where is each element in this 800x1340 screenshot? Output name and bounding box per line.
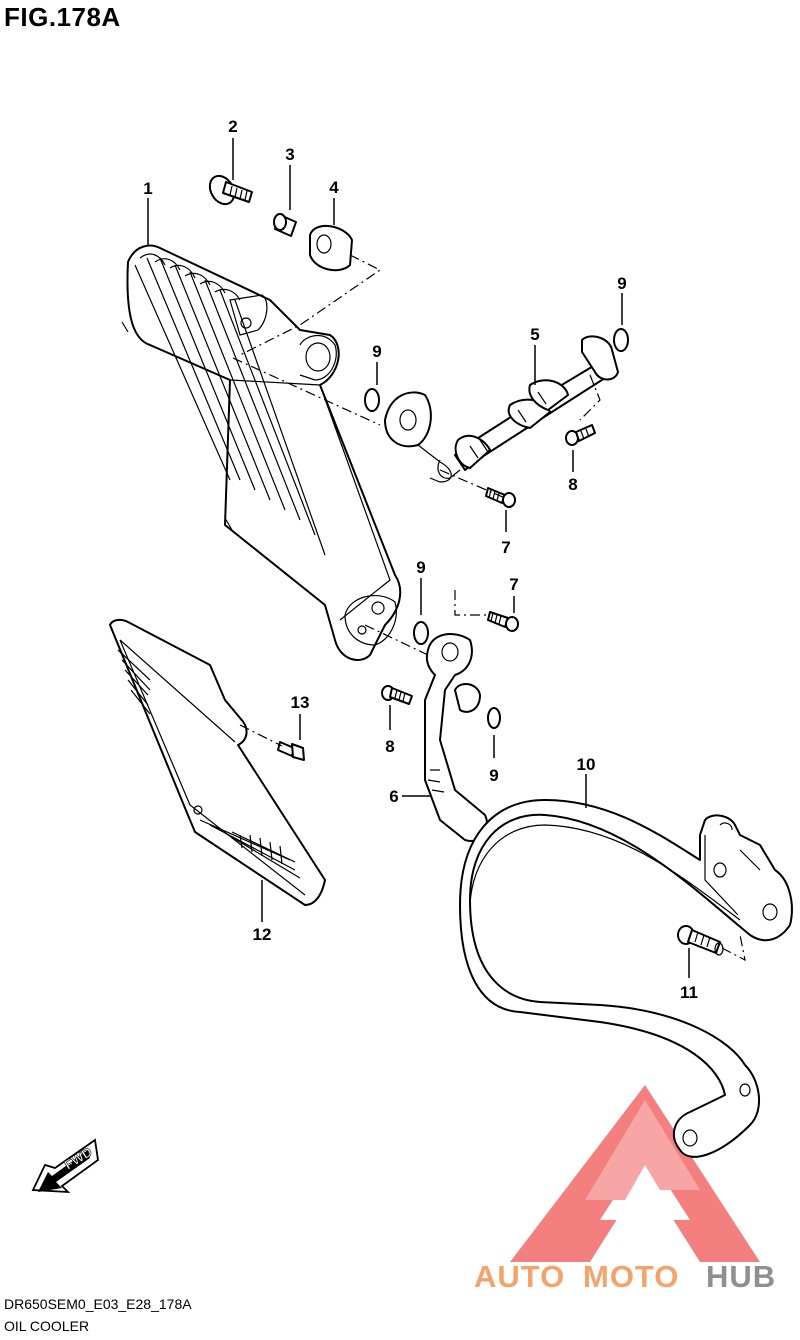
svg-text:3: 3 (285, 145, 294, 164)
svg-text:9: 9 (372, 342, 381, 361)
bolt-part-8-a[interactable] (565, 424, 596, 446)
flange-bolt-part-11[interactable] (677, 925, 746, 962)
svg-text:9: 9 (617, 274, 626, 293)
oil-pipe-part-6[interactable] (424, 633, 488, 842)
svg-text:7: 7 (501, 538, 510, 557)
callout-8-b: 8 (385, 705, 395, 756)
svg-text:8: 8 (385, 737, 394, 756)
svg-text:9: 9 (416, 558, 425, 577)
bolt-part-7-a[interactable] (485, 487, 516, 508)
watermark-text-moto: MOTO (583, 1259, 679, 1294)
o-ring-part-9-b[interactable] (613, 328, 629, 352)
svg-text:7: 7 (509, 575, 518, 594)
callout-1: 1 (143, 179, 153, 245)
drawing-code: DR650SEM0_E03_E28_178A (4, 1296, 192, 1312)
hose-flange[interactable] (384, 391, 452, 483)
svg-text:9: 9 (489, 766, 498, 785)
svg-text:1: 1 (143, 179, 152, 198)
svg-text:6: 6 (389, 787, 398, 806)
drawing-caption: OIL COOLER (4, 1318, 90, 1334)
svg-text:13: 13 (291, 693, 310, 712)
callout-13: 13 (291, 693, 310, 740)
callout-5: 5 (530, 325, 540, 385)
figure-title: FIG.178A (4, 2, 121, 32)
svg-text:11: 11 (680, 983, 698, 1002)
callout-9-c: 9 (416, 558, 426, 615)
bolt-part-7-b[interactable] (487, 611, 519, 632)
o-ring-part-9-c[interactable] (413, 621, 429, 645)
oil-hose-part-5[interactable] (437, 335, 619, 479)
callout-9-a: 9 (372, 342, 382, 385)
callout-4: 4 (239, 178, 382, 356)
o-ring-part-9-a[interactable] (364, 388, 380, 412)
screw-part-13[interactable] (239, 724, 305, 761)
callout-9-b: 9 (617, 274, 627, 325)
callout-7-b: 7 (509, 575, 519, 613)
collar-part-3[interactable] (273, 213, 297, 237)
svg-text:4: 4 (329, 178, 339, 197)
callout-11: 11 (680, 948, 698, 1002)
watermark-text-auto: AUTO (474, 1259, 565, 1294)
oil-cooler-part-1[interactable] (121, 244, 402, 661)
callout-8-a: 8 (568, 450, 578, 494)
guard-bracket-part-10[interactable] (459, 799, 793, 1158)
fwd-arrow-icon: FWD (31, 1138, 99, 1194)
cooler-cover-part-12[interactable] (109, 618, 326, 906)
callout-3: 3 (285, 145, 295, 210)
svg-text:8: 8 (568, 475, 577, 494)
callout-7-a: 7 (501, 510, 511, 557)
cushion-part-4[interactable] (309, 225, 353, 272)
callout-10: 10 (577, 755, 596, 808)
callout-9-d: 9 (489, 735, 499, 785)
svg-text:12: 12 (253, 925, 272, 944)
callout-2: 2 (228, 117, 238, 180)
bolt-part-8-b[interactable] (381, 685, 413, 705)
watermark-logo (510, 1085, 760, 1262)
bolt-part-2[interactable] (205, 172, 253, 209)
assembly-lines (232, 357, 601, 656)
callout-12: 12 (253, 880, 272, 944)
svg-text:5: 5 (530, 325, 539, 344)
svg-text:10: 10 (577, 755, 596, 774)
watermark-text-hub: HUB (706, 1259, 776, 1294)
callout-6: 6 (389, 787, 430, 806)
o-ring-part-9-d[interactable] (487, 707, 501, 729)
svg-text:2: 2 (228, 117, 237, 136)
